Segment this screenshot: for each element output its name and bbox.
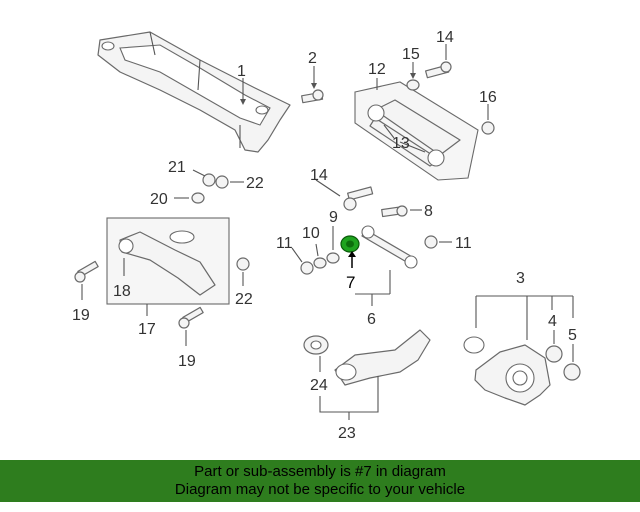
callout-13: 13 — [392, 135, 410, 152]
bushing-part-5 — [563, 363, 581, 381]
callout-22-bottom: 22 — [235, 291, 253, 308]
callout-6: 6 — [367, 311, 376, 328]
callout-14-middle: 14 — [310, 167, 328, 184]
washer-part-9 — [326, 252, 340, 264]
bolt-part-2 — [301, 89, 324, 104]
bolt-part-8 — [381, 205, 408, 218]
callout-19-bottom: 19 — [178, 353, 196, 370]
callout-5: 5 — [568, 327, 577, 344]
nut-part-11-right — [424, 235, 438, 249]
bushing-part-4 — [545, 345, 563, 363]
callout-8: 8 — [424, 203, 433, 220]
knuckle-part-3 — [463, 336, 551, 406]
banner-line-1: Part or sub-assembly is #7 in diagram — [194, 463, 446, 480]
subframe-part-1 — [97, 31, 291, 153]
arm-assembly-part-12 — [354, 81, 479, 181]
washer-part-20 — [191, 192, 205, 204]
bushing-part-24 — [303, 335, 329, 355]
callout-16: 16 — [479, 89, 497, 106]
washer-part-10 — [313, 257, 327, 269]
callout-1: 1 — [237, 63, 246, 80]
lower-arm-part-23 — [334, 329, 431, 386]
callout-14-top: 14 — [436, 29, 454, 46]
callout-19-left: 19 — [72, 307, 90, 324]
callout-10: 10 — [302, 225, 320, 242]
callout-12: 12 — [368, 61, 386, 78]
nut-part-21 — [202, 173, 216, 187]
diagram-notice-banner: Part or sub-assembly is #7 in diagram Di… — [0, 460, 640, 502]
callout-3: 3 — [516, 270, 525, 287]
callout-23: 23 — [338, 425, 356, 442]
callout-15: 15 — [402, 46, 420, 63]
callout-2: 2 — [308, 50, 317, 67]
callout-21: 21 — [168, 159, 186, 176]
callout-9: 9 — [329, 209, 338, 226]
bolt-part-19-bottom — [178, 306, 204, 329]
bushing-part-22-top — [215, 175, 229, 189]
callout-22-top: 22 — [246, 175, 264, 192]
callout-24: 24 — [310, 377, 328, 394]
parts-diagram: 1 2 12 13 15 14 16 21 20 22 — [72, 29, 581, 442]
callout-4: 4 — [548, 313, 557, 330]
callout-20: 20 — [150, 191, 168, 208]
nut-part-11-left — [300, 261, 314, 275]
control-arm-part-17 — [106, 217, 230, 305]
callout-18: 18 — [113, 283, 131, 300]
bolt-part-14-top — [424, 61, 452, 79]
callout-7: 7 — [346, 273, 355, 292]
bushing-part-7-highlighted — [340, 235, 360, 253]
callout-11-left: 11 — [276, 235, 293, 252]
nut-part-22-bottom — [236, 257, 250, 271]
callout-17: 17 — [138, 321, 156, 338]
bolt-part-14-middle — [343, 186, 374, 211]
nut-part-16 — [481, 121, 495, 135]
banner-line-2: Diagram may not be specific to your vehi… — [174, 481, 466, 498]
lateral-link-part-6 — [361, 225, 418, 269]
bolt-part-19-left — [74, 260, 99, 283]
callout-11-right: 11 — [455, 235, 472, 252]
washer-part-15 — [406, 79, 420, 91]
